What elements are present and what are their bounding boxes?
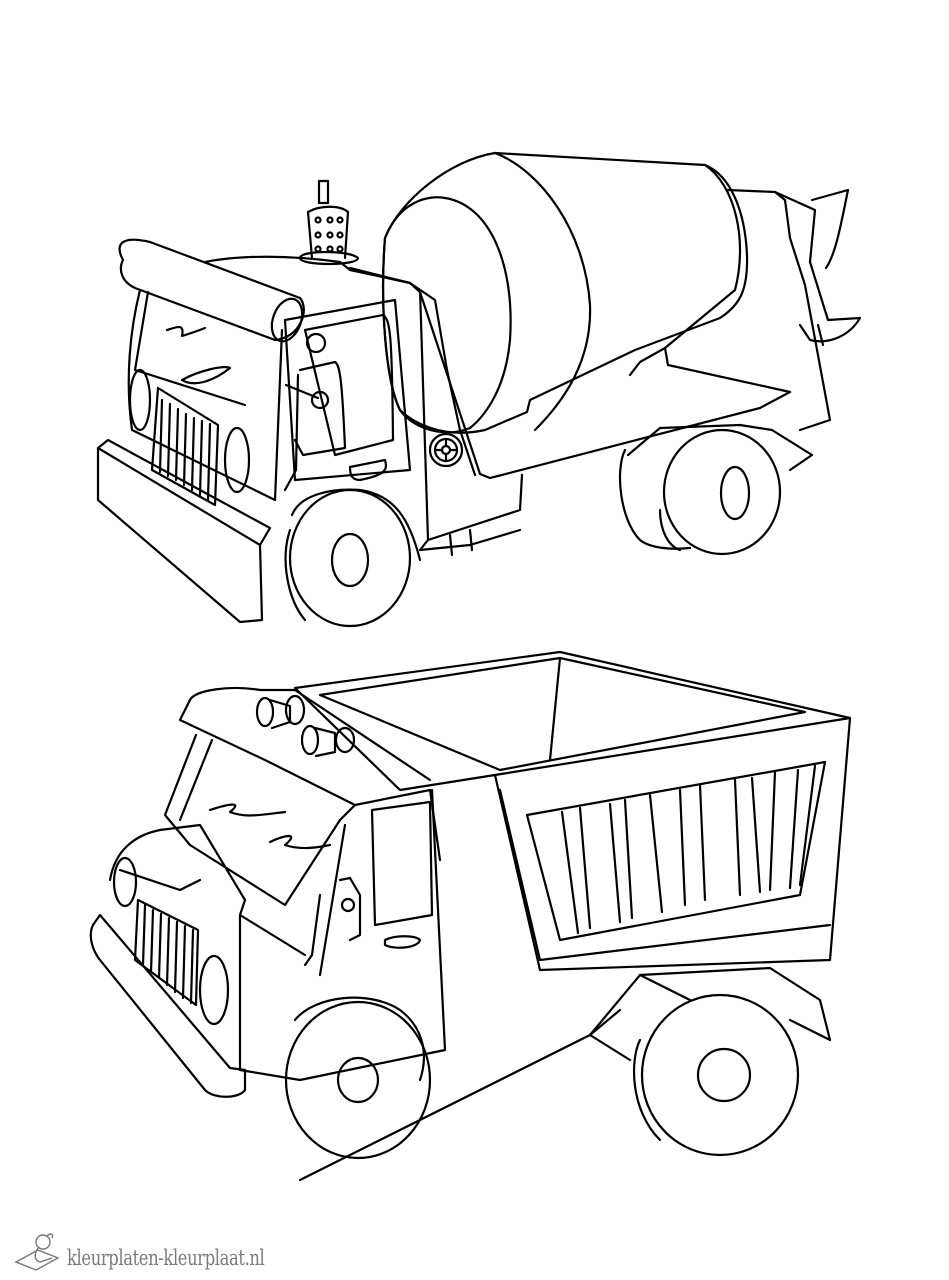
watermark: kleurplaten-kleurplaat.nl <box>8 1232 320 1272</box>
dump-rear-wheel <box>298 966 832 1182</box>
dump-bed <box>293 650 852 972</box>
mixer-rear-wheel <box>618 423 814 556</box>
child-drawing-icon <box>14 1233 60 1271</box>
mixer-cab <box>96 179 422 628</box>
dump-cab <box>89 686 447 1160</box>
watermark-text: kleurplaten-kleurplaat.nl <box>67 1246 265 1270</box>
